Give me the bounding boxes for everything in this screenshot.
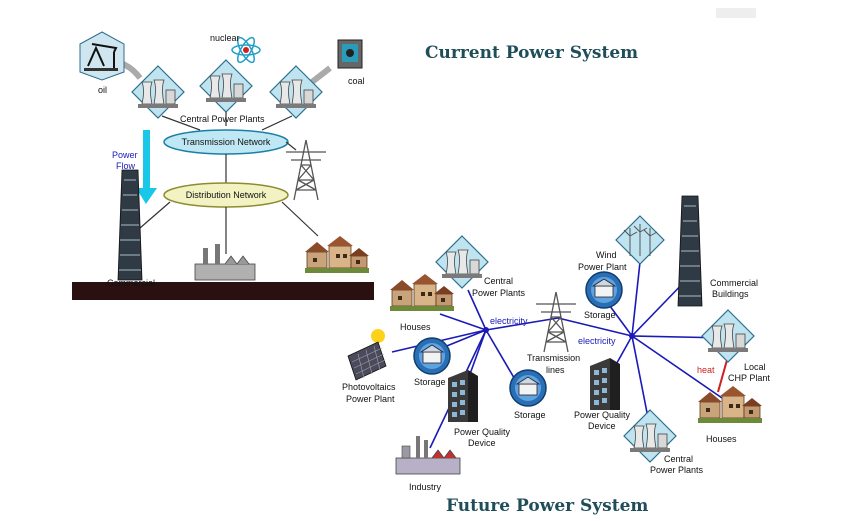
oil-pump-icon [79,31,125,81]
commercial-buildings-label: Commercial [710,278,758,288]
photovoltaics-icon [347,329,387,381]
current-system-panel: Current Power System oil nuclear coal [72,31,638,300]
storage-mid-label: Storage [514,410,546,420]
tower-link [285,141,297,151]
nuclear-icon [231,36,261,64]
left-hub-node [483,327,489,333]
storage-icon [509,369,547,407]
industry-icon [194,244,256,281]
transmission-lines-label-2: lines [546,365,565,375]
central-plant-icon [199,59,253,113]
houses-left-label: Houses [400,322,431,332]
corner-mark [716,8,756,18]
coal-label: coal [348,76,365,86]
chp-plant-icon [701,309,755,363]
pq-left-label: Power Quality [454,427,511,437]
future-system-title: Future Power System [446,496,648,516]
heat-label: heat [697,365,715,375]
electricity-right-label: electricity [578,336,616,346]
oil-label: oil [98,85,107,95]
current-system-title: Current Power System [425,43,638,63]
houses-right-label: Houses [706,434,737,444]
central-plants-bottom-label-2: Power Plants [650,465,704,475]
commercial-building-icon [117,169,143,281]
transmission-tower-icon [285,139,327,201]
transmission-tower-icon [535,291,577,353]
power-quality-device-icon [590,358,620,410]
wind-power-plant-icon [615,215,665,265]
industry-label: Industry [409,482,442,492]
distribution-link [139,201,319,254]
power-flow-label-2: Flow [116,161,136,171]
industry-icon [395,436,461,475]
transmission-network-label: Transmission Network [182,137,271,147]
power-quality-device-icon [448,370,478,422]
central-plant-icon [435,235,489,289]
nuclear-label: nuclear [210,33,240,43]
commercial-building-icon [677,195,703,307]
plant-link [161,112,293,131]
right-hub-node [629,333,635,339]
houses-icon [389,273,455,312]
wind-plant-label: Wind [596,250,617,260]
power-flow-arrow [136,130,157,204]
central-plants-top-label: Central [484,276,513,286]
ground-strip [72,282,374,300]
central-plants-top-label-2: Power Plants [472,288,526,298]
storage-right-label: Storage [584,310,616,320]
wind-plant-label-2: Power Plant [578,262,627,272]
storage-left-label: Storage [414,377,446,387]
central-plants-bottom-label: Central [664,454,693,464]
central-plant-icon [269,65,323,119]
photovoltaics-label: Photovoltaics [342,382,396,392]
distribution-network-label: Distribution Network [186,190,267,200]
storage-icon [413,337,451,375]
pq-right-label: Power Quality [574,410,631,420]
coal-icon [337,39,363,69]
photovoltaics-label-2: Power Plant [346,394,395,404]
commercial-buildings-label-2: Buildings [712,289,749,299]
coal-feed-arrow [310,65,332,85]
pq-right-label-2: Device [588,421,616,431]
electricity-left-label: electricity [490,316,528,326]
power-flow-label: Power [112,150,138,160]
commercial-label: Commercial [107,278,155,288]
central-plants-label: Central Power Plants [180,114,265,124]
houses-icon [697,385,763,424]
chp-label-2: CHP Plant [728,373,770,383]
pq-left-label-2: Device [468,438,496,448]
heat-link [717,359,728,393]
chp-label: Local [744,362,766,372]
transmission-lines-label: Transmission [527,353,580,363]
houses-icon [304,235,370,274]
storage-icon [585,271,623,309]
future-system-panel: Future Power System Central Power Plants [342,195,770,516]
